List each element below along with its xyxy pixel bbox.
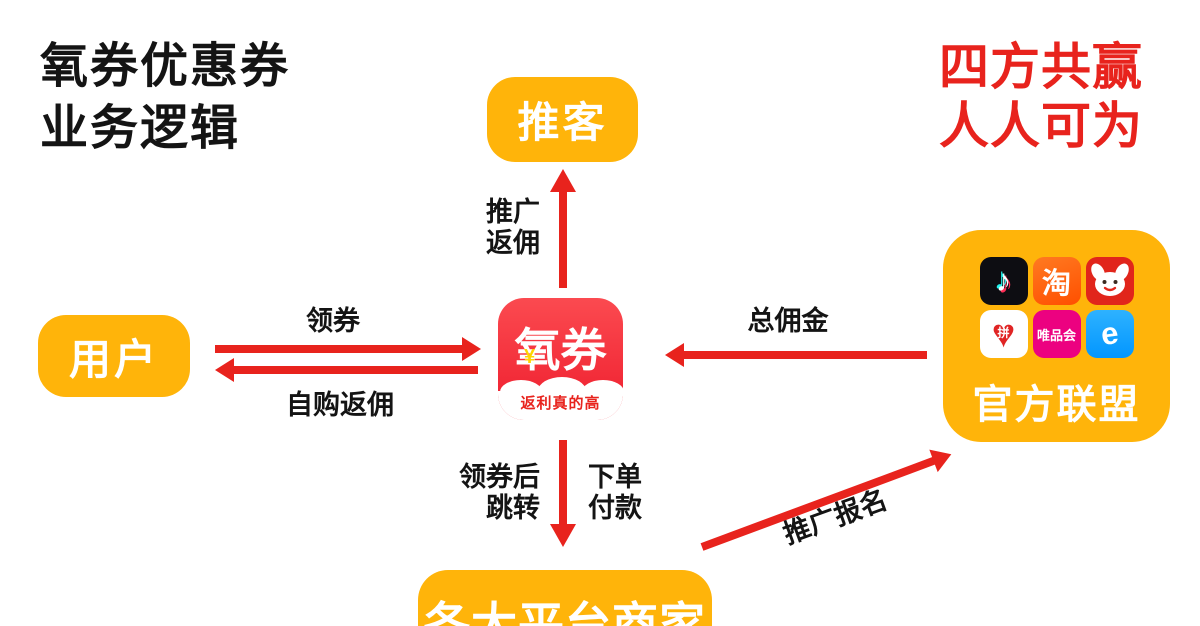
vipshop-glyph: 唯品会 bbox=[1036, 327, 1076, 343]
app-ribbon: 返利真的高 bbox=[498, 377, 623, 420]
heart-icon: ♥ bbox=[991, 312, 1016, 356]
arrow-app-to-merchants bbox=[559, 440, 567, 525]
node-alliance-label: 官方联盟 bbox=[972, 383, 1141, 427]
alliance-app-grid: ♪ 淘 ♥ 拼 bbox=[979, 257, 1134, 358]
page-title: 氧券优惠券业务逻辑 bbox=[40, 36, 290, 160]
app-tagline: 返利真的高 bbox=[520, 395, 601, 412]
jd-dog-icon bbox=[1090, 263, 1129, 296]
jd-icon bbox=[1085, 257, 1134, 305]
arrow-user-to-app bbox=[215, 345, 463, 353]
title-line1: 氧券优惠券 bbox=[40, 40, 291, 93]
node-tuike-label: 推客 bbox=[517, 99, 608, 146]
edge-label-promote-rebate: 推广 返佣 bbox=[486, 197, 540, 258]
ribbon-bump bbox=[538, 377, 586, 405]
node-merchants-label: 各大平台商家 bbox=[424, 598, 706, 626]
yangquan-app-icon: 氧券 ¥ 返利真的高 bbox=[498, 298, 623, 420]
arrow-app-to-user bbox=[234, 366, 478, 374]
node-merchants: 各大平台商家 bbox=[418, 570, 712, 626]
edge-label-self-purchase-rebate: 自购返佣 bbox=[286, 390, 394, 420]
edge-label-total-commission: 总佣金 bbox=[747, 306, 829, 336]
pinduoduo-glyph: 拼 bbox=[997, 326, 1010, 341]
vipshop-icon: 唯品会 bbox=[1032, 310, 1081, 358]
taobao-glyph: 淘 bbox=[1041, 268, 1071, 300]
title-line2: 业务逻辑 bbox=[40, 102, 241, 155]
arrow-app-to-tuike bbox=[559, 188, 567, 288]
edge-label-get-coupon: 领券 bbox=[306, 306, 360, 336]
arrow-alliance-to-app bbox=[684, 351, 927, 359]
yen-accent-glyph: ¥ bbox=[524, 346, 536, 368]
ribbon-bump bbox=[500, 380, 542, 404]
arrow-left-head-icon bbox=[215, 358, 234, 382]
node-user-label: 用户 bbox=[68, 335, 159, 383]
eleme-glyph: e bbox=[1098, 314, 1121, 353]
eleme-icon: e bbox=[1085, 310, 1134, 358]
node-alliance: ♪ 淘 ♥ 拼 bbox=[943, 230, 1170, 442]
music-note-icon: ♪ bbox=[995, 263, 1012, 298]
node-user: 用户 bbox=[38, 315, 190, 397]
arrow-down-head-icon bbox=[550, 524, 576, 547]
arrow-left-head-icon bbox=[665, 343, 684, 367]
arrow-up-head-icon bbox=[550, 169, 576, 192]
arrow-diag-head-icon bbox=[929, 443, 956, 473]
arrow-right-head-icon bbox=[462, 337, 481, 361]
slogan-line1: 四方共赢 bbox=[939, 39, 1143, 95]
pinduoduo-icon: ♥ 拼 bbox=[979, 310, 1028, 358]
douyin-icon: ♪ bbox=[979, 257, 1028, 305]
slogan-line2: 人人可为 bbox=[939, 98, 1143, 154]
ribbon-bump bbox=[582, 380, 623, 404]
taobao-icon: 淘 bbox=[1032, 257, 1081, 305]
slogan-text: 四方共赢人人可为 bbox=[915, 38, 1167, 156]
edge-label-coupon-redirect: 领券后 跳转 bbox=[459, 462, 540, 523]
node-tuike: 推客 bbox=[487, 77, 638, 162]
app-name: 氧券 bbox=[514, 324, 607, 376]
edge-label-order-pay: 下单 付款 bbox=[588, 462, 642, 523]
